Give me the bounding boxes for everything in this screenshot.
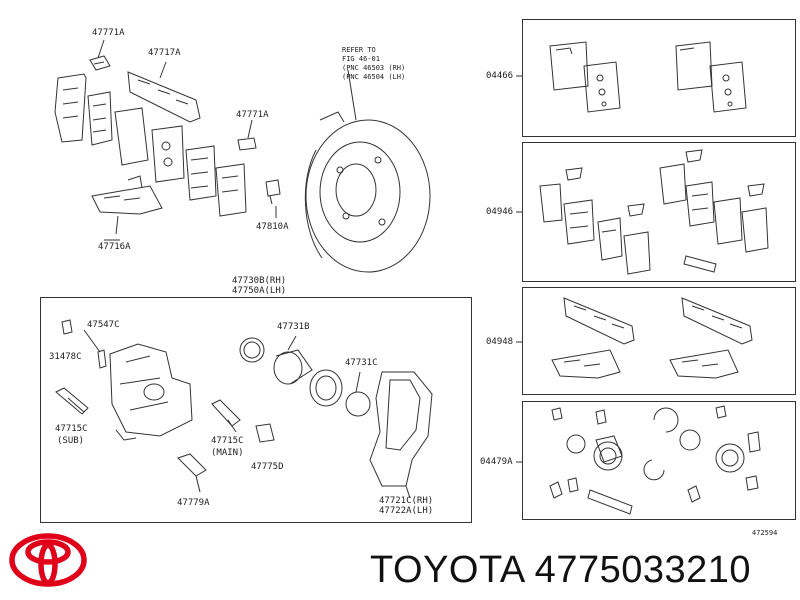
part-label-47717a: 47717A [148, 48, 181, 58]
part-label-47715c-sub: 47715C [55, 424, 88, 434]
refer-note-line-4: (PNC 46504 (LH) [342, 73, 406, 81]
refer-note-line-3: (PNC 46503 (RH) [342, 64, 406, 72]
kit-04479a-drawing [549, 405, 761, 515]
part-label-47716a: 47716A [98, 242, 131, 252]
part-label-47779a: 47779A [177, 498, 210, 508]
kit-box-04466 [522, 19, 796, 137]
part-label-47810a: 47810A [256, 222, 289, 232]
part-label-47731c: 47731C [345, 358, 378, 368]
part-label-47721c-rh: 47721C(RH) [379, 496, 434, 506]
kit-label-04946: 04946 [486, 207, 514, 217]
kit-label-04466: 04466 [486, 71, 514, 81]
pad-set-drawing [54, 73, 247, 217]
toyota-logo-icon [9, 533, 87, 587]
kit-box-04946 [522, 142, 796, 282]
part-label-47731b: 47731B [277, 322, 310, 332]
caliper-drawing [109, 343, 193, 441]
part-label-47715c-main-note: (MAIN) [211, 448, 244, 458]
part-label-47771a-mid: 47771A [236, 110, 269, 120]
refer-note-line-1: REFER TO [342, 46, 376, 54]
kit-04948-drawing [551, 297, 753, 379]
caliper-parts-box: 47547C 31478C 47715C (SUB) 47731B 47731C… [40, 297, 472, 523]
part-label-47715c-main: 47715C [211, 436, 244, 446]
dust-shield-drawing [304, 69, 431, 273]
brand-part-number: TOYOTA 4775033210 [370, 549, 752, 591]
kit-04946-drawing [539, 149, 769, 275]
caliper-assembly-label-rh: 47730B(RH) [232, 276, 287, 286]
diagram-id: 472594 [752, 529, 778, 537]
kit-label-04479a: 04479A [480, 457, 513, 467]
part-label-47722a-lh: 47722A(LH) [379, 506, 434, 516]
kit-label-04948: 04948 [486, 337, 514, 347]
part-label-47715c-sub-note: (SUB) [57, 436, 85, 446]
refer-note-line-2: FIG 46-01 [342, 55, 380, 63]
caliper-assembly-label-lh: 47750A(LH) [232, 286, 287, 296]
part-label-47771a-top: 47771A [92, 28, 125, 38]
kit-box-04948 [522, 287, 796, 395]
part-label-31478c: 31478C [49, 352, 82, 362]
part-label-47775d: 47775D [251, 462, 284, 472]
kit-box-04479a [522, 401, 796, 520]
kit-04466-drawing [549, 41, 747, 113]
part-label-47547c: 47547C [87, 320, 120, 330]
